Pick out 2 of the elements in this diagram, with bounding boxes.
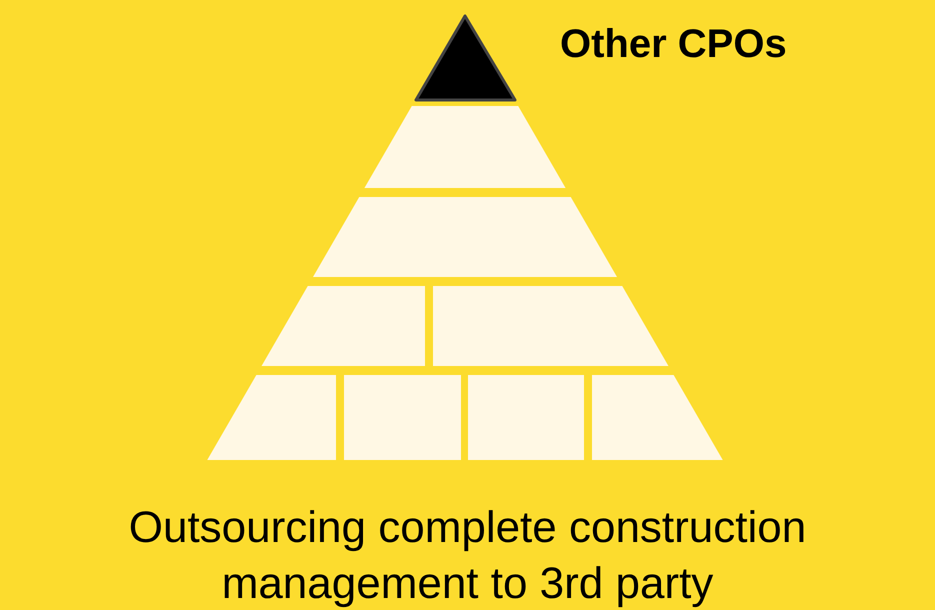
tier-label: Other CPOs: [560, 22, 787, 67]
pyramid-caption: Outsourcing complete construction management to 3rd party: [128, 502, 808, 610]
